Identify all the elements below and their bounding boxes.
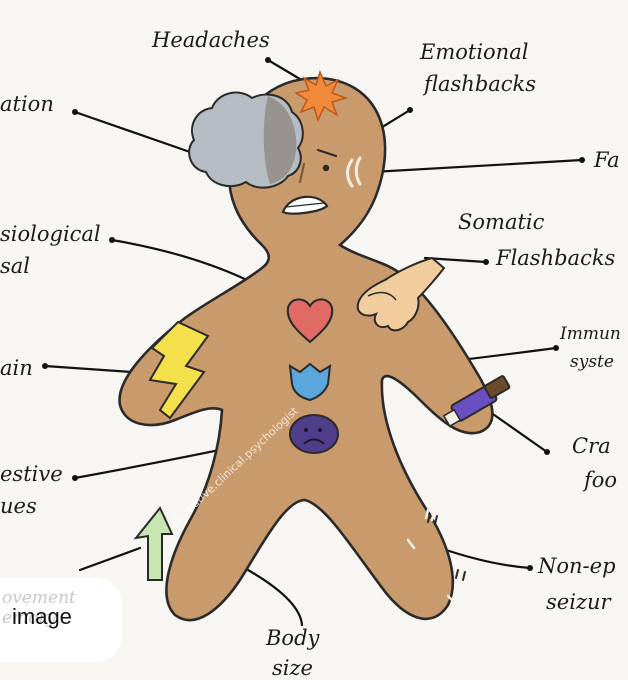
teeth-line: [285, 202, 325, 208]
leader-body-size: [246, 568, 304, 627]
label-physiological-2: sal: [0, 254, 31, 278]
eyebrow-right: [316, 148, 338, 158]
label-fatigue: Fa: [594, 148, 620, 172]
leader-cravings: [488, 410, 549, 454]
leader-seizures: [438, 546, 532, 570]
leader-somatic: [423, 256, 488, 264]
label-seizures-2: seizur: [546, 590, 611, 614]
badge-label: image: [12, 604, 72, 629]
leader-dots: [42, 57, 585, 571]
eye-right: [322, 164, 330, 172]
cloud-icon: [188, 91, 304, 189]
label-digestive-2: ues: [0, 494, 37, 518]
label-somatic-2: Flashbacks: [496, 246, 616, 270]
label-dissociation: ation: [0, 92, 54, 116]
leader-movement: [78, 546, 142, 572]
hand-icon: [356, 256, 446, 332]
leader-fatigue: [370, 158, 584, 174]
label-immune-1: Immun: [560, 324, 621, 344]
inhaler-icon: [442, 375, 511, 428]
tired-mark-1: [346, 158, 354, 188]
image-badge[interactable]: ovement emory image: [0, 578, 122, 662]
eye-left-drip: [298, 162, 306, 184]
leader-dissociation: [73, 110, 192, 154]
label-body-size-2: size: [272, 656, 313, 680]
shield-icon: [288, 362, 332, 402]
label-somatic-1: Somatic: [458, 210, 545, 234]
label-pain: ain: [0, 356, 33, 380]
heart-icon: [286, 298, 334, 344]
face: [281, 148, 362, 215]
label-cravings-1: Cra: [572, 434, 611, 458]
burst-icon: [294, 69, 349, 123]
label-digestive-1: estive: [0, 462, 63, 486]
label-emotional-1: Emotional: [420, 40, 529, 64]
label-cravings-2: foo: [584, 468, 618, 492]
label-body-size-1: Body: [266, 626, 320, 650]
shake-marks-outline: [427, 513, 466, 581]
label-emotional-2: flashbacks: [424, 72, 537, 96]
gingerbread-body: [118, 76, 494, 622]
badge-ghost-text: ovement emory: [2, 588, 76, 628]
sad-stomach-icon: [289, 414, 339, 454]
arrow-up-icon: [133, 506, 174, 581]
lightning-icon: [148, 320, 210, 420]
label-seizures-1: Non-ep: [538, 554, 616, 578]
tired-mark-2: [354, 156, 362, 186]
label-headaches: Headaches: [152, 28, 270, 52]
label-physiological-1: siological: [0, 222, 101, 246]
label-immune-2: syste: [570, 352, 614, 372]
